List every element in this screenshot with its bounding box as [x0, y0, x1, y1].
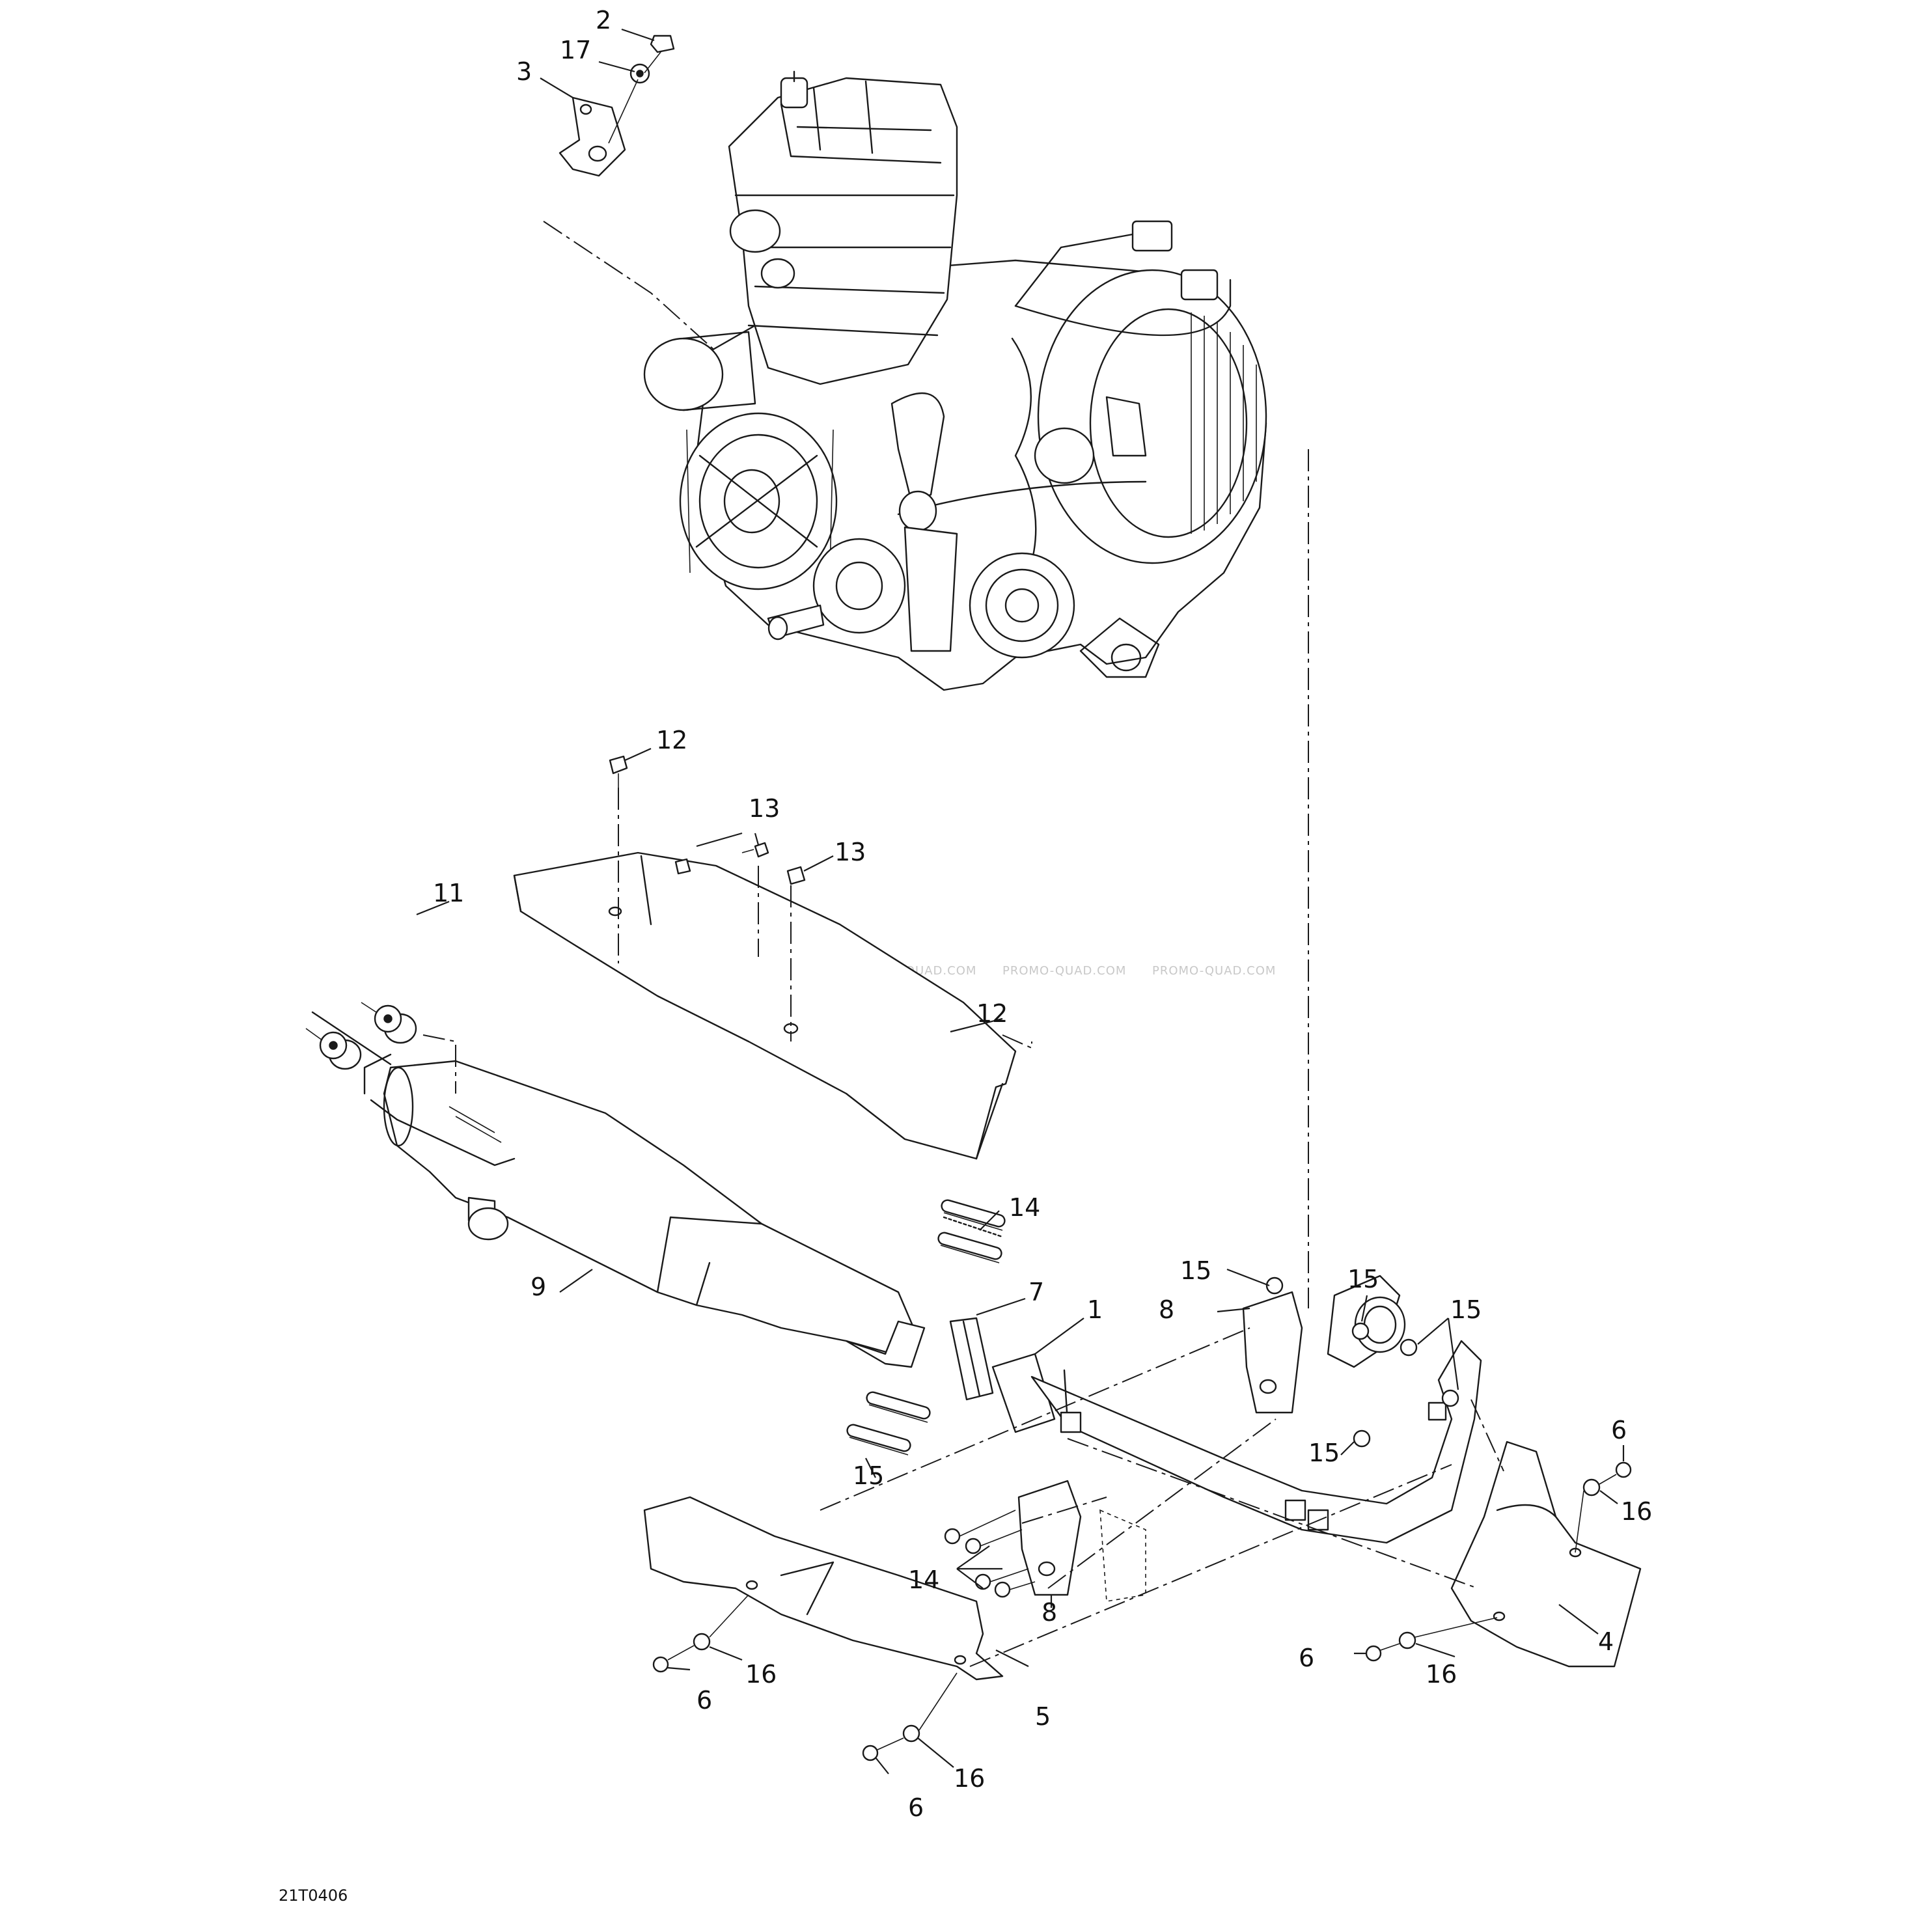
spring-13a	[941, 1199, 1006, 1228]
heat-shield-5	[643, 1496, 1004, 1681]
callout-4: 4	[1598, 1627, 1614, 1656]
callout-6d: 6	[908, 1793, 924, 1822]
grommets-10	[305, 1002, 417, 1070]
callout-3: 3	[516, 57, 532, 86]
assembly-lines	[422, 221, 1504, 1667]
callout-1: 1	[1087, 1295, 1103, 1324]
callout-9: 9	[531, 1273, 546, 1301]
callout-labels: 2 17 3 12 13 13 11 12 14 9 7 1 15 15 15 …	[433, 6, 1652, 1822]
callout-8b: 8	[1042, 1598, 1057, 1627]
drawing-code: 21T0406	[279, 1886, 348, 1905]
engine-assembly	[643, 70, 1267, 691]
water-pump-cover	[812, 538, 906, 634]
callout-6c: 6	[697, 1686, 712, 1715]
connector	[1131, 220, 1173, 252]
callout-11: 12	[976, 999, 1008, 1028]
callout-15a: 15	[1180, 1256, 1211, 1285]
leader-lines	[416, 28, 1625, 1774]
bolt-2	[650, 34, 675, 53]
bolts-14	[944, 1510, 1036, 1598]
callout-13b: 15	[853, 1461, 884, 1490]
callout-10: 11	[433, 879, 464, 907]
callout-6b: 6	[1299, 1644, 1314, 1672]
magneto-cover	[1037, 269, 1267, 564]
callout-12a: 12	[656, 726, 687, 754]
callout-16a: 16	[1621, 1497, 1652, 1526]
bolt-12a	[609, 755, 628, 775]
bracket-8a	[1242, 1291, 1303, 1414]
callout-5: 5	[1035, 1702, 1051, 1731]
callout-6a: 6	[1611, 1416, 1627, 1444]
callout-12b: 13	[749, 794, 780, 823]
bolts-12	[609, 755, 806, 885]
callout-16d: 16	[954, 1764, 985, 1793]
callout-8a: 8	[1159, 1295, 1174, 1324]
connector-2	[1180, 269, 1219, 301]
clamp-d	[1428, 1401, 1447, 1421]
callout-12c: 13	[835, 838, 866, 866]
bolt-12c	[674, 858, 691, 875]
springs-13	[846, 1199, 1006, 1456]
spring-13c	[866, 1391, 931, 1420]
watermark-3: PROMO-QUAD.COM	[1002, 964, 1126, 978]
oil-filler-cap	[780, 77, 808, 109]
bracket-3	[559, 96, 626, 177]
callout-7: 7	[1028, 1278, 1044, 1306]
callout-13a: 14	[1009, 1193, 1040, 1222]
spring-13d	[846, 1424, 911, 1452]
heat-shield-11	[513, 851, 1017, 1160]
gasket-7	[949, 1317, 994, 1401]
engine-bracket-group	[559, 34, 675, 177]
watermark-4: PROMO-QUAD.COM	[1152, 964, 1276, 978]
bracket-8b	[1017, 1480, 1082, 1596]
nuts-15	[1265, 1276, 1459, 1448]
callout-14: 14	[908, 1566, 939, 1594]
clamp-b	[1284, 1499, 1306, 1521]
callout-17: 17	[560, 36, 591, 64]
callout-15c: 15	[1450, 1295, 1482, 1324]
callout-15b: 15	[1347, 1265, 1379, 1293]
callout-2: 2	[596, 6, 611, 34]
exhaust-pipe-1	[991, 1275, 1482, 1544]
bolt-12b	[754, 842, 769, 858]
bolt-12d	[786, 866, 806, 885]
bolts-6-washers-16	[652, 1461, 1632, 1761]
callout-16b: 16	[1426, 1660, 1457, 1689]
callout-15d: 15	[1308, 1439, 1340, 1467]
clamp-a	[1060, 1411, 1082, 1433]
callout-16c: 16	[745, 1660, 777, 1689]
starter-motor	[643, 337, 724, 411]
pipe-4	[1450, 1441, 1642, 1668]
spring-13b	[937, 1232, 1002, 1260]
muffler-9	[311, 1011, 926, 1368]
